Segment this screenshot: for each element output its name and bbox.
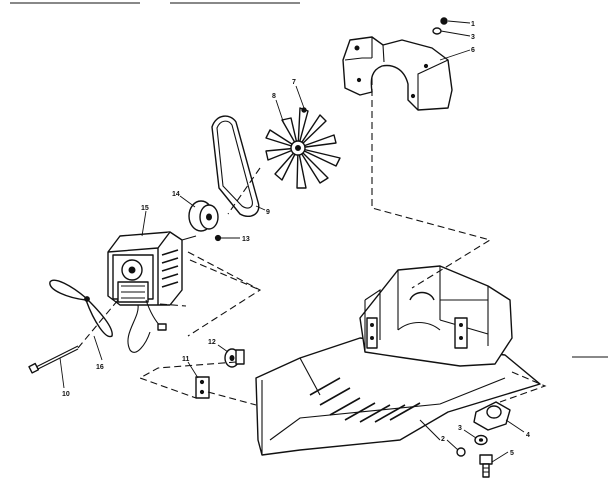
assembly-dash-lines — [77, 78, 547, 406]
callout-12: 12 — [208, 339, 216, 346]
pulley-14 — [188, 200, 219, 232]
callout-9: 9 — [266, 209, 270, 216]
callout-8: 8 — [272, 93, 276, 100]
blower-housing-cover-6 — [342, 36, 453, 111]
clamp-4 — [473, 401, 511, 431]
leader-lines — [59, 20, 525, 463]
callout-3-bottom: 3 — [458, 425, 462, 432]
callout-4: 4 — [526, 432, 530, 439]
screw-2-bottom — [456, 447, 466, 457]
motor-15 — [107, 231, 197, 306]
fan-wheel-7 — [265, 107, 341, 189]
callout-10: 10 — [62, 391, 70, 398]
base-frame — [255, 337, 541, 456]
callout-labels: 1 3 6 7 8 9 13 14 15 16 10 11 12 2 3 4 5 — [62, 21, 530, 457]
callout-11: 11 — [182, 356, 190, 363]
callout-15: 15 — [141, 205, 149, 212]
long-bolt-10 — [28, 345, 79, 374]
motor-lead-wires — [127, 299, 167, 353]
set-screw-13 — [214, 234, 222, 242]
callout-16: 16 — [96, 364, 104, 371]
drive-belt-9 — [211, 115, 260, 218]
callout-2-bottom: 2 — [441, 436, 445, 443]
motor-support-frame — [359, 265, 513, 367]
callout-13: 13 — [242, 236, 250, 243]
callout-3-top: 3 — [471, 34, 475, 41]
callout-7: 7 — [292, 79, 296, 86]
mounting-bracket-11 — [195, 376, 210, 399]
nut-8 — [301, 107, 307, 113]
cooling-fan-blade-16 — [49, 279, 113, 338]
callout-14: 14 — [172, 191, 180, 198]
screw-1-top — [440, 17, 448, 25]
washer-3-top — [432, 27, 442, 35]
washer-3-bottom — [474, 434, 488, 446]
callout-1-top: 1 — [471, 21, 475, 28]
callout-5: 5 — [510, 450, 514, 457]
bolt-5 — [479, 454, 493, 478]
callout-6: 6 — [471, 47, 475, 54]
